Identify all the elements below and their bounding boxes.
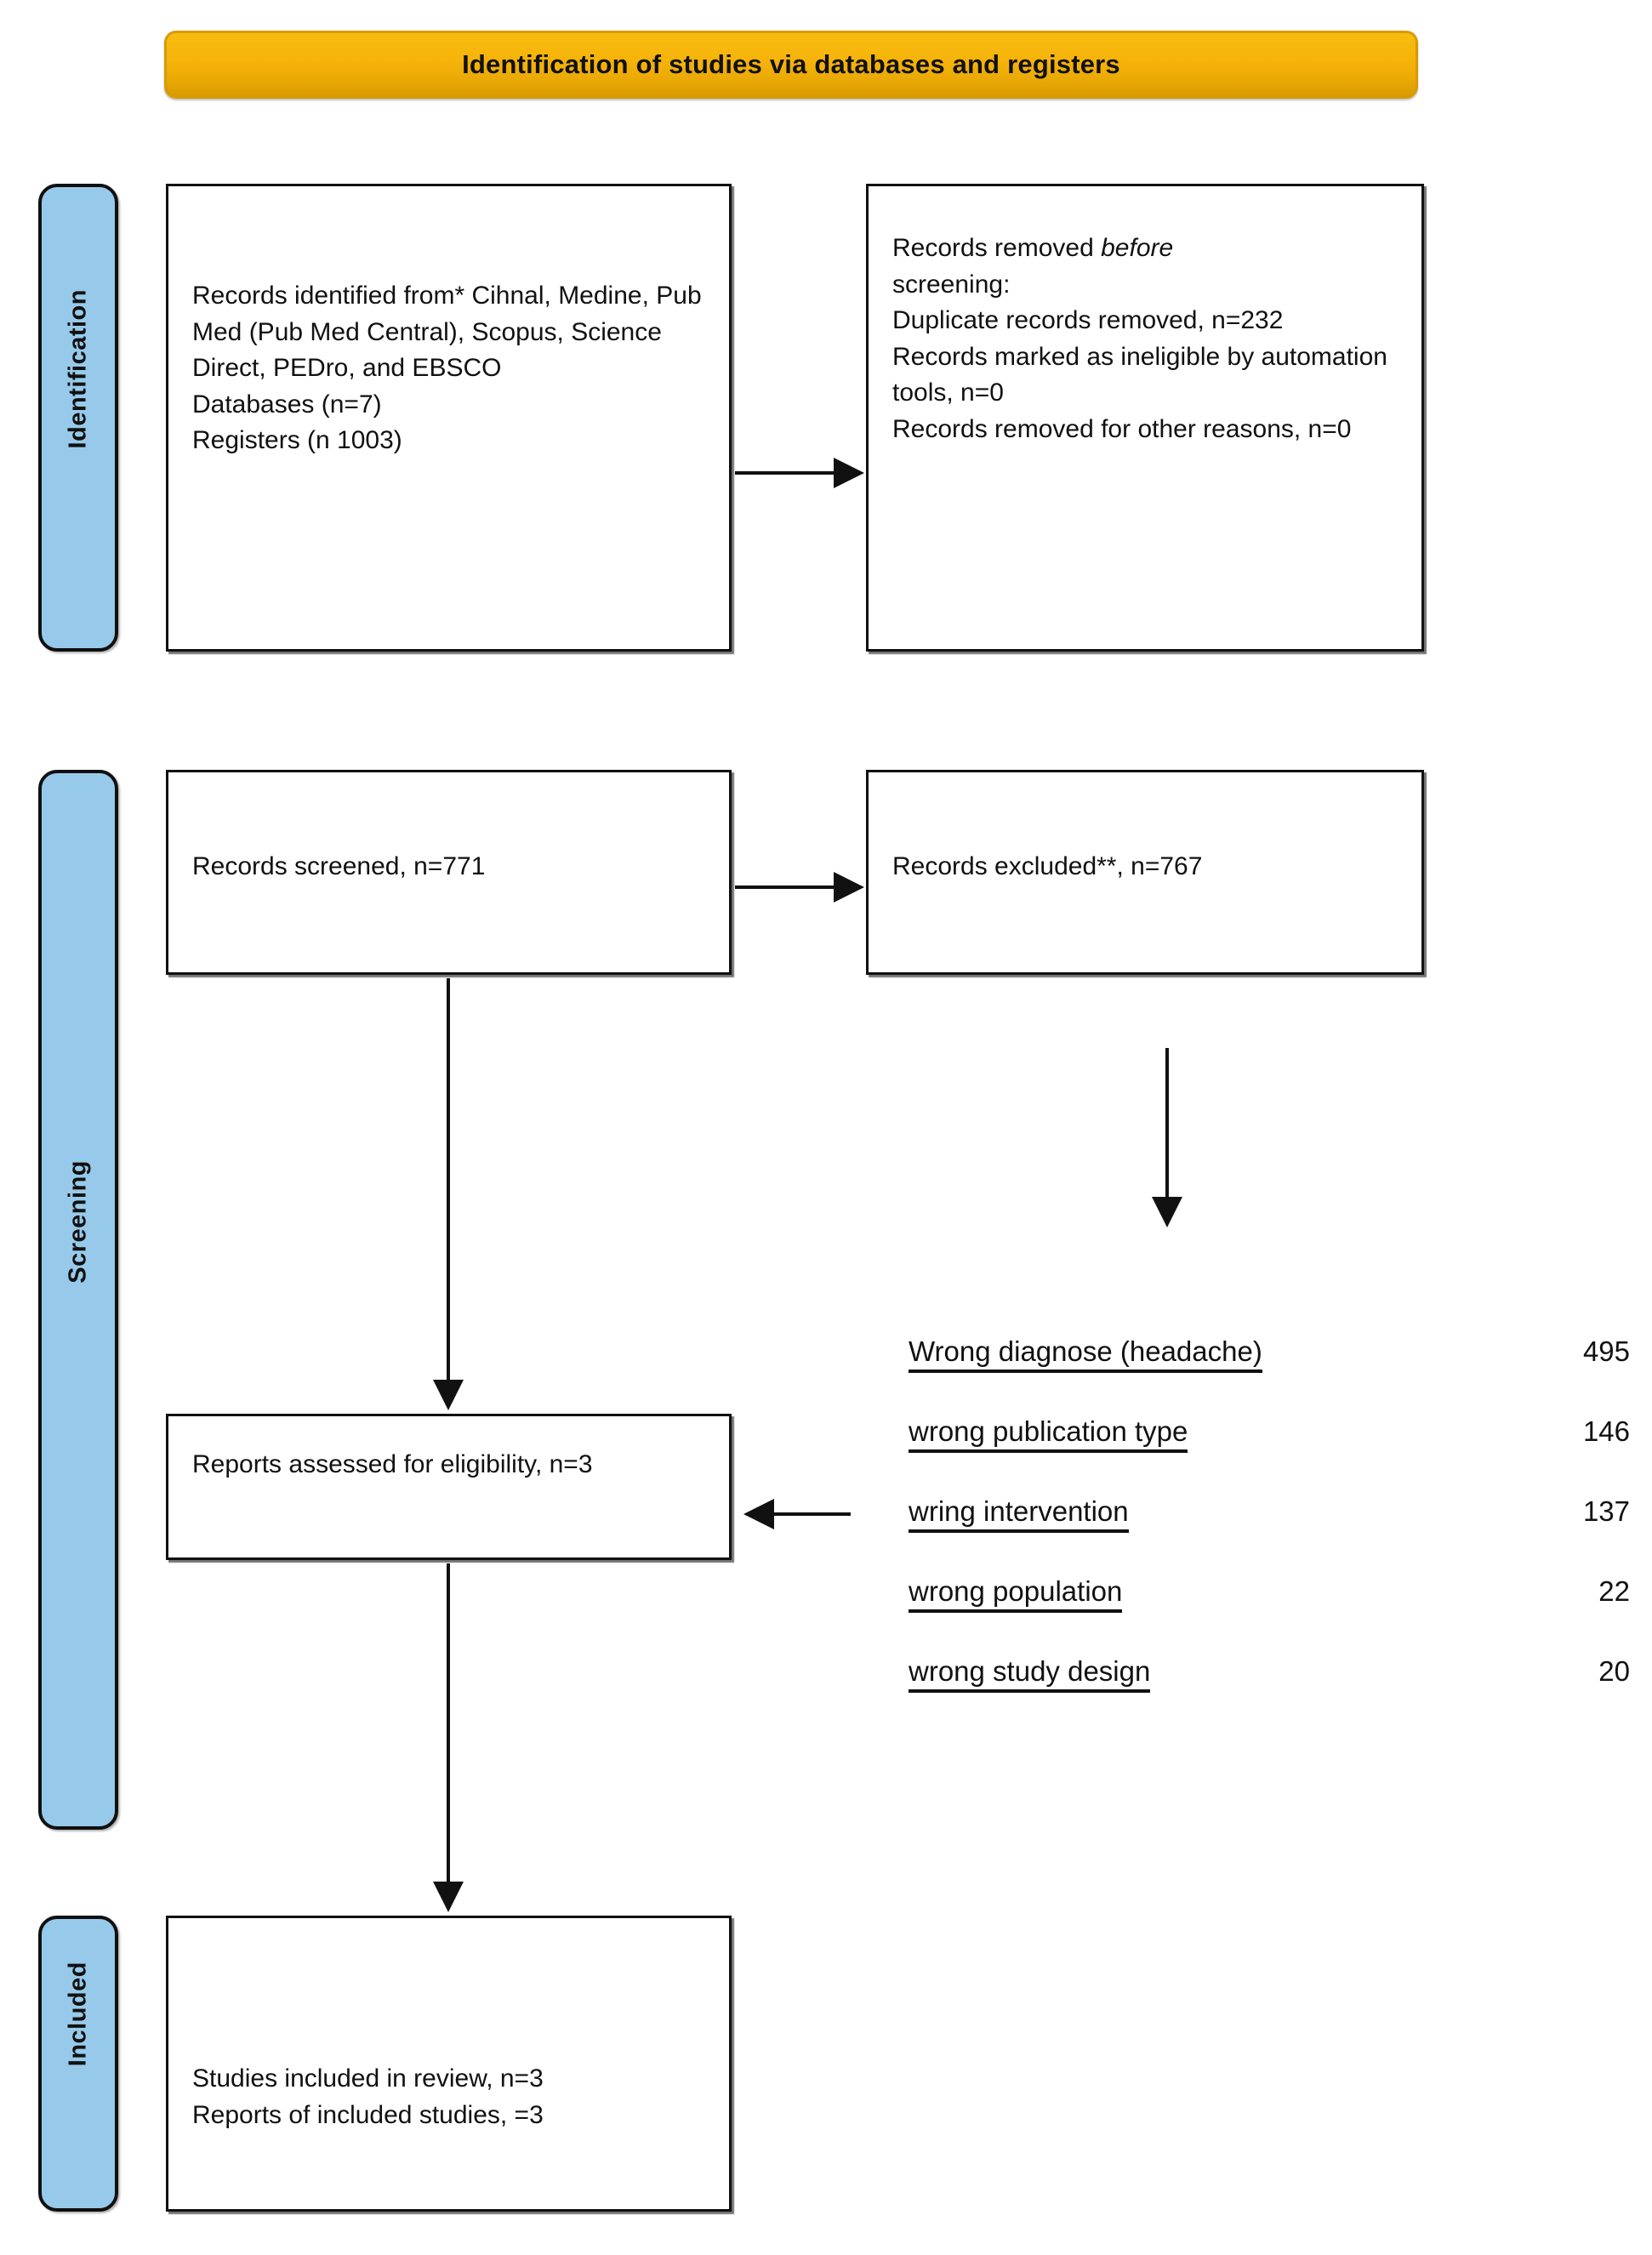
- box-records-screened: Records screened, n=771: [166, 770, 732, 975]
- stage-label-screening: Screening: [64, 1160, 92, 1284]
- removed-line-prefix: Records removed: [892, 234, 1102, 262]
- box-records-screened-text: Records screened, n=771: [192, 852, 486, 880]
- exclusion-reasons-list: Wrong diagnose (headache) 495 wrong public…: [909, 1335, 1630, 1735]
- banner-title: Identification of studies via databases …: [462, 48, 1120, 79]
- box-records-excluded-text: Records excluded**, n=767: [892, 852, 1203, 880]
- box-records-removed-text: Records removed before screening: Duplic…: [892, 231, 1410, 448]
- stage-bar-identification: Identification: [38, 184, 118, 652]
- exclusion-reason-label: Wrong diagnose (headache): [909, 1335, 1262, 1373]
- exclusion-reason-row: wrong population 22: [909, 1575, 1630, 1655]
- stage-bar-included: Included: [38, 1916, 118, 2212]
- stage-label-included: Included: [64, 1962, 92, 2067]
- removed-line-rest: screening: Duplicate records removed, n=…: [892, 270, 1387, 443]
- exclusion-reason-row: wrong publication type 146: [909, 1415, 1630, 1495]
- box-records-identified: Records identified from* Cihnal, Medine,…: [166, 184, 732, 652]
- exclusion-reason-row: wrong study design 20: [909, 1655, 1630, 1735]
- exclusion-reason-label: wring intervention: [909, 1495, 1129, 1533]
- box-reports-assessed-eligibility: Reports assessed for eligibility, n=3: [166, 1414, 732, 1560]
- exclusion-reason-label: wrong publication type: [909, 1415, 1188, 1453]
- box-records-removed: Records removed before screening: Duplic…: [866, 184, 1424, 652]
- box-records-identified-text: Records identified from* Cihnal, Medine,…: [192, 282, 702, 455]
- box-reports-assessed-eligibility-text: Reports assessed for eligibility, n=3: [192, 1450, 593, 1478]
- exclusion-reason-label: wrong study design: [909, 1655, 1151, 1693]
- identification-banner: Identification of studies via databases …: [164, 31, 1418, 99]
- exclusion-reason-count: 20: [1598, 1655, 1630, 1687]
- exclusion-reason-count: 146: [1582, 1415, 1630, 1447]
- stage-label-identification: Identification: [64, 289, 92, 449]
- stage-bar-screening: Screening: [38, 770, 118, 1830]
- exclusion-reason-count: 137: [1582, 1495, 1630, 1527]
- exclusion-reason-count: 22: [1598, 1575, 1630, 1607]
- exclusion-reason-row: Wrong diagnose (headache) 495: [909, 1335, 1630, 1415]
- box-studies-included: Studies included in review, n=3 Reports …: [166, 1916, 732, 2212]
- exclusion-reason-count: 495: [1582, 1335, 1630, 1367]
- box-studies-included-text: Studies included in review, n=3 Reports …: [192, 2064, 544, 2129]
- box-records-excluded: Records excluded**, n=767: [866, 770, 1424, 975]
- exclusion-reason-row: wring intervention 137: [909, 1495, 1630, 1575]
- removed-line-emphasis: before: [1101, 234, 1174, 262]
- exclusion-reason-label: wrong population: [909, 1575, 1123, 1613]
